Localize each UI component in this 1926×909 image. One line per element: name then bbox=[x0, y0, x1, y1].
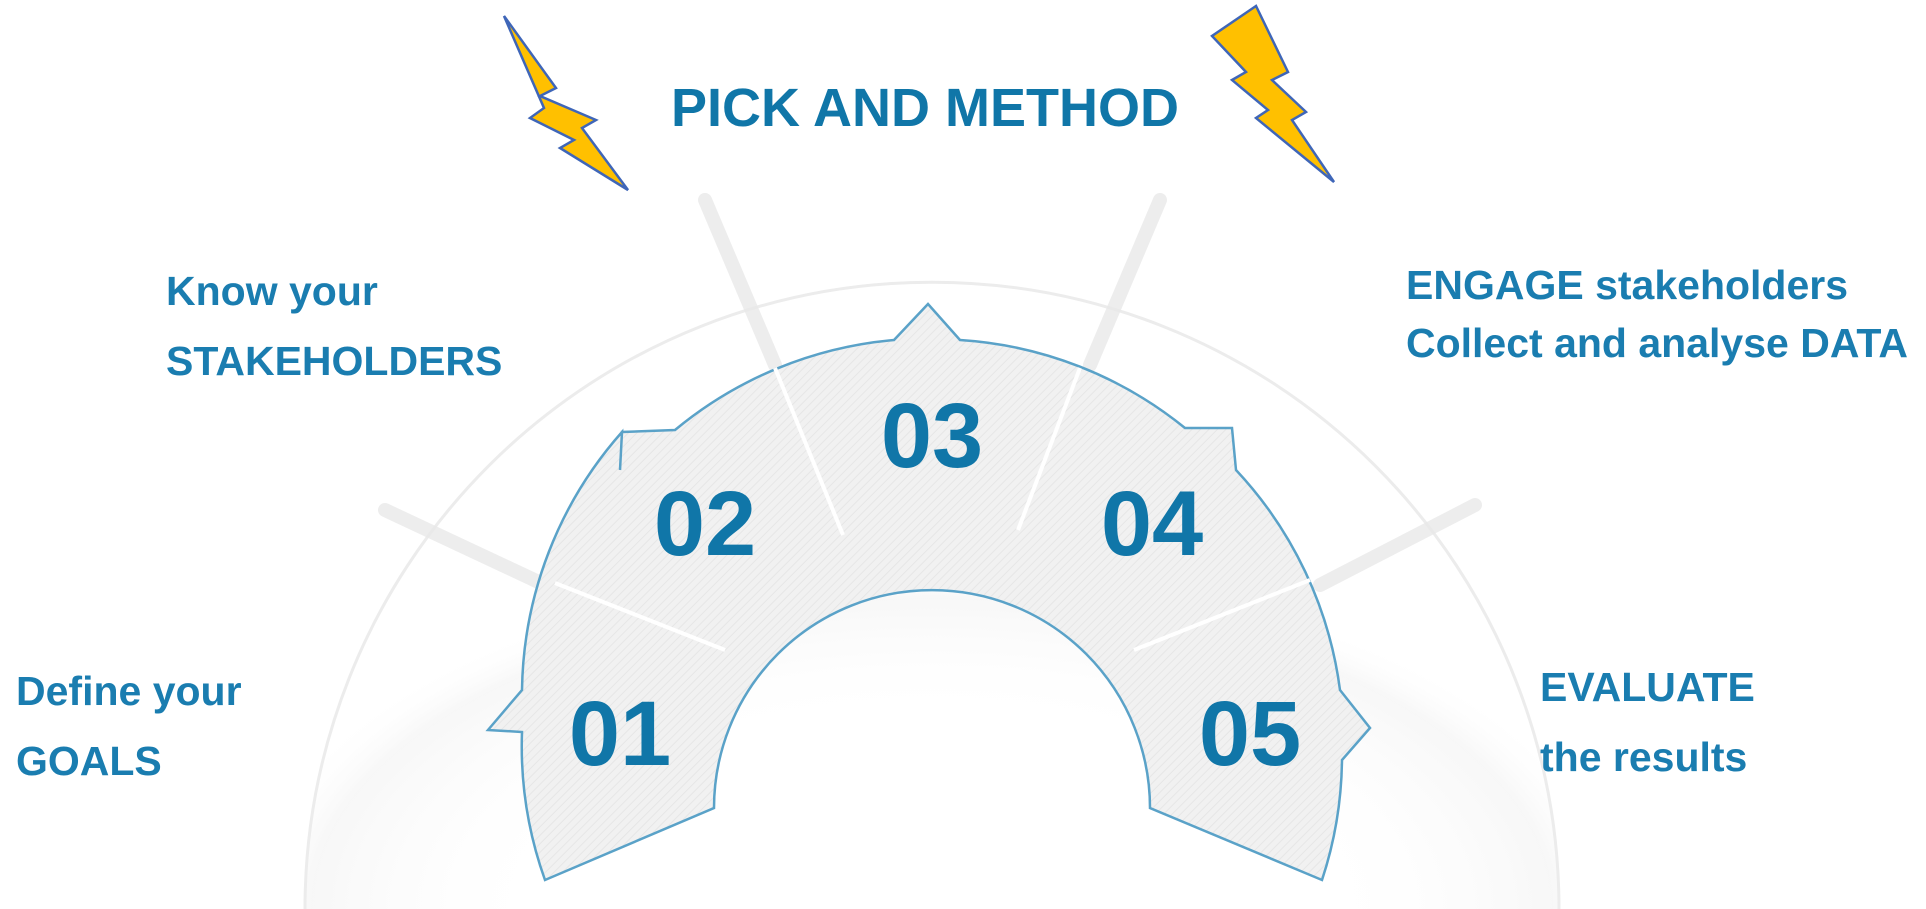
step-04-line2: Collect and analyse DATA bbox=[1406, 320, 1908, 366]
segment-separators bbox=[554, 367, 1311, 652]
diagram-title: PICK AND METHOD bbox=[671, 78, 1179, 138]
step-02-line1: Know your bbox=[166, 268, 378, 314]
step-01-line2: GOALS bbox=[16, 738, 162, 784]
step-label-02: Know your STAKEHOLDERS bbox=[166, 256, 502, 396]
lightning-bolt-icon bbox=[502, 15, 630, 192]
step-04-line1: ENGAGE stakeholders bbox=[1406, 262, 1849, 308]
lightning-bolt-icon bbox=[1210, 4, 1336, 183]
step-05-line2: the results bbox=[1540, 734, 1748, 780]
segment-numbers: 01 02 03 04 05 bbox=[569, 385, 1301, 785]
segment-number-02: 02 bbox=[654, 473, 756, 575]
step-05-line1: EVALUATE bbox=[1540, 664, 1755, 710]
segment-number-05: 05 bbox=[1199, 683, 1301, 785]
segment-number-01: 01 bbox=[569, 683, 671, 785]
step-label-04: ENGAGE stakeholders Collect and analyse … bbox=[1406, 256, 1908, 372]
segment-number-03: 03 bbox=[881, 385, 983, 487]
step-label-05: EVALUATE the results bbox=[1540, 652, 1755, 792]
step-label-01: Define your GOALS bbox=[16, 656, 242, 796]
segment-arc bbox=[485, 302, 1372, 882]
halo-dividers bbox=[378, 193, 1482, 592]
step-02-line2: STAKEHOLDERS bbox=[166, 338, 503, 384]
arc-band bbox=[485, 302, 1372, 882]
step-01-line1: Define your bbox=[16, 668, 242, 714]
segment-number-04: 04 bbox=[1101, 473, 1203, 575]
